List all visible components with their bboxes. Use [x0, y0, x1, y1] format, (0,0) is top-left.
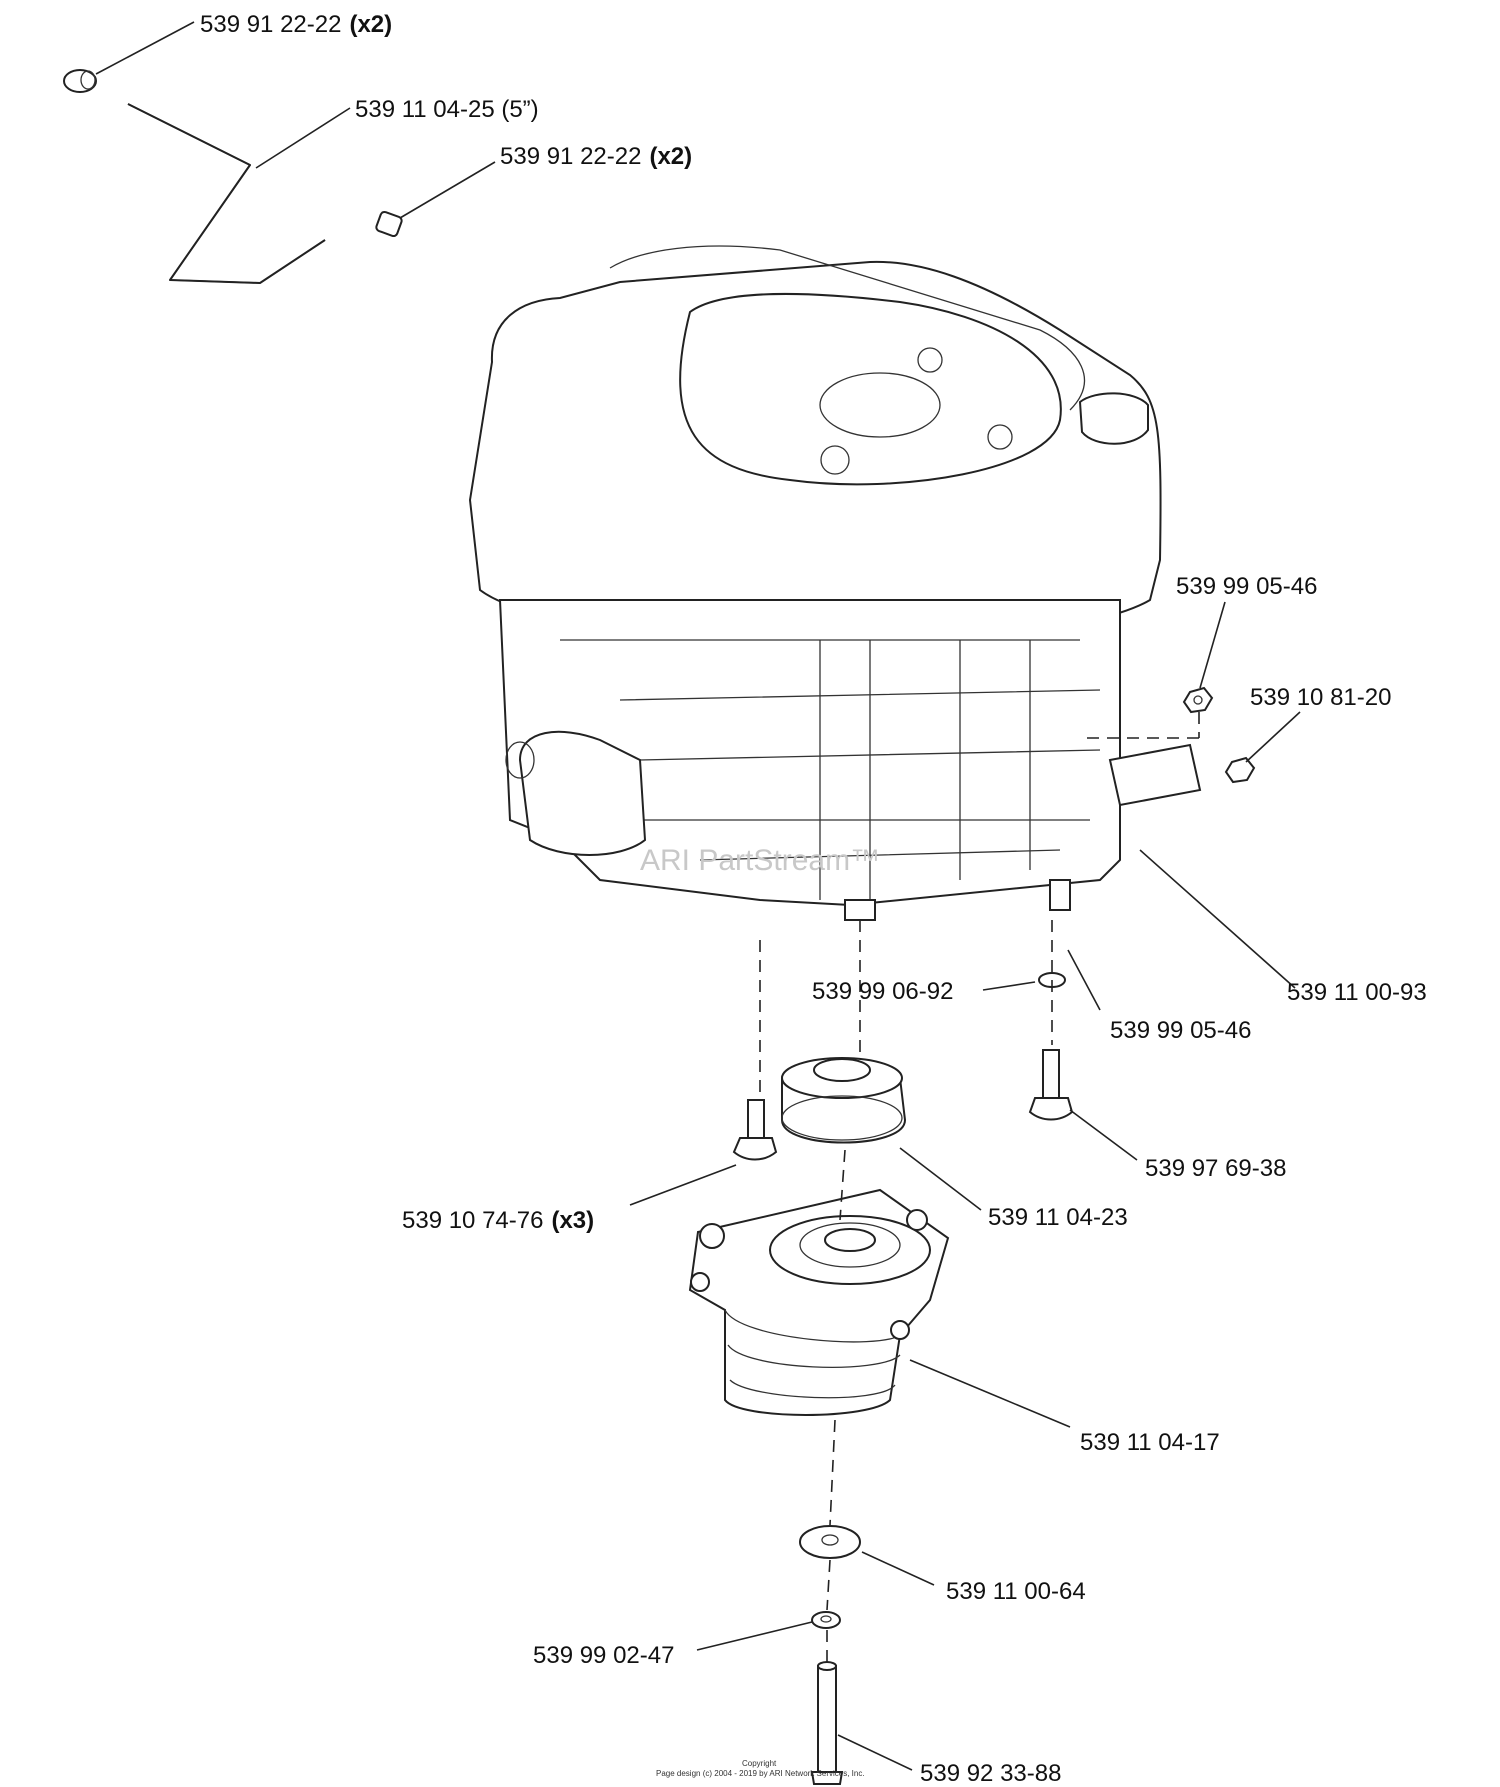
- bolt-539-10-74-76[interactable]: [732, 1099, 778, 1161]
- air-filter-knob: [819, 372, 941, 438]
- bolt-539-97-69-38[interactable]: [1028, 1049, 1074, 1121]
- callout-539-11-00-93[interactable]: 539 11 00-93: [1287, 979, 1427, 1006]
- callout-labels: 539 91 22-22(x2) 539 11 04-25 (5”) 539 9…: [200, 11, 1427, 1787]
- leader-lines: [95, 21, 1301, 1771]
- copyright-line-1: Copyright: [742, 1759, 777, 1768]
- hose-clamp-top[interactable]: [63, 69, 97, 93]
- engine-muffler: [518, 730, 647, 856]
- callout-539-11-00-64[interactable]: 539 11 00-64: [946, 1578, 1086, 1605]
- callout-539-91-22-22-middle[interactable]: 539 91 22-22(x2): [500, 143, 692, 170]
- callout-539-99-05-46-lower[interactable]: 539 99 05-46: [1110, 1017, 1251, 1044]
- fuel-hose[interactable]: [127, 103, 326, 284]
- air-filter-cover: [679, 293, 1062, 486]
- engine-connector: [1108, 743, 1202, 807]
- bolt-539-92-33-88[interactable]: [810, 1661, 844, 1785]
- nut-539-10-81-20[interactable]: [1224, 756, 1256, 784]
- callout-539-99-06-92[interactable]: 539 99 06-92: [812, 978, 953, 1005]
- callout-539-10-74-76[interactable]: 539 10 74-76(x3): [402, 1207, 594, 1234]
- callout-539-11-04-17[interactable]: 539 11 04-17: [1080, 1429, 1220, 1456]
- assembly-lines: [759, 712, 1200, 1662]
- callout-539-91-22-22-top[interactable]: 539 91 22-22(x2): [200, 11, 392, 38]
- callout-539-99-02-47[interactable]: 539 99 02-47: [533, 1642, 674, 1669]
- callout-539-97-69-38[interactable]: 539 97 69-38: [1145, 1155, 1286, 1182]
- nut-539-99-05-46-top[interactable]: [1182, 686, 1214, 714]
- callout-539-99-05-46-top[interactable]: 539 99 05-46: [1176, 573, 1317, 600]
- oil-fill-cap: [1078, 392, 1149, 445]
- pulley-539-11-04-23[interactable]: [781, 1057, 907, 1144]
- fuel-hose-group: [63, 69, 403, 284]
- callout-539-10-81-20[interactable]: 539 10 81-20: [1250, 684, 1391, 711]
- copyright-line-2: Page design (c) 2004 - 2019 by ARI Netwo…: [656, 1769, 865, 1778]
- engine-assembly[interactable]: ARI PartStream™: [468, 245, 1202, 921]
- washer-539-11-00-64[interactable]: [799, 1525, 861, 1559]
- callout-539-11-04-23[interactable]: 539 11 04-23: [988, 1204, 1128, 1231]
- callout-539-92-33-88[interactable]: 539 92 33-88: [920, 1760, 1061, 1787]
- washer-539-99-02-47[interactable]: [811, 1611, 841, 1629]
- watermark: ARI PartStream™: [640, 844, 880, 877]
- hose-clamp-middle[interactable]: [375, 210, 403, 238]
- pto-clutch-539-11-04-17[interactable]: [688, 1188, 950, 1416]
- callout-539-11-04-25[interactable]: 539 11 04-25 (5”): [355, 96, 539, 123]
- copyright-notice: Copyright Page design (c) 2004 - 2019 by…: [656, 1759, 865, 1778]
